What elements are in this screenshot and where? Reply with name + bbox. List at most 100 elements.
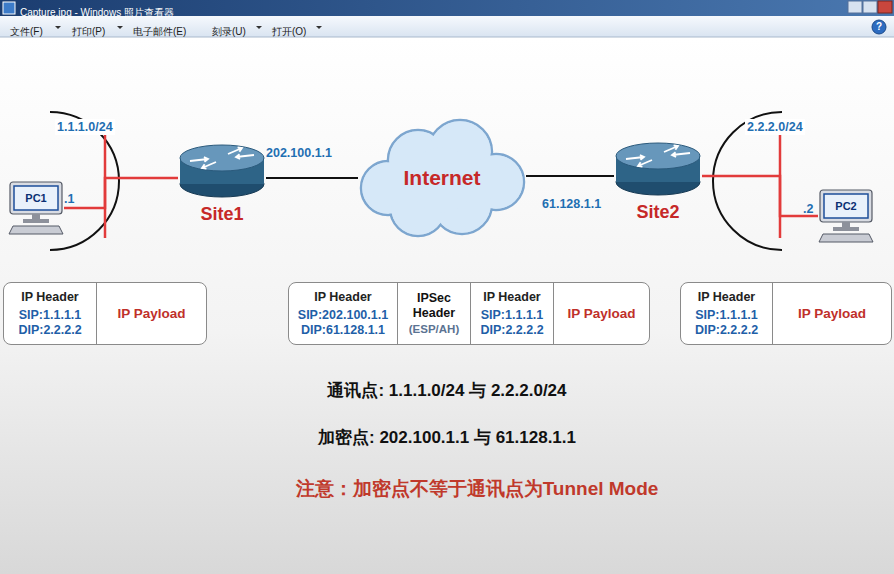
monitor-frame — [820, 190, 872, 222]
pc-label: PC2 — [824, 194, 868, 218]
pc-label: PC1 — [14, 186, 58, 210]
ipsec-protocol: (ESP/AH) — [409, 322, 459, 337]
label-holder: .1 — [64, 189, 74, 207]
dropdown-arrow — [316, 26, 322, 29]
router-arrow — [664, 145, 678, 152]
router-arrow — [626, 155, 644, 160]
menu-item: 打印(P) — [72, 25, 105, 38]
interface-ip: 61.128.1.1 — [542, 196, 601, 212]
payload-label: IP Payload — [567, 306, 635, 321]
packet-box: IP HeaderSIP:202.100.1.1DIP:61.128.1.1IP… — [288, 282, 650, 345]
warning-note: 注意：加密点不等于通讯点为Tunnel Mode — [60, 477, 894, 501]
source-ip: SIP:1.1.1.1 — [695, 308, 758, 323]
image-ground — [0, 37, 894, 574]
label-holder: 2.2.2.0/24 — [745, 117, 805, 135]
site-name: Site2 — [614, 202, 702, 224]
label-holder: 加密点: 202.100.1.1 与 61.128.1.1 — [0, 427, 894, 448]
source-ip: SIP:202.100.1.1 — [298, 308, 388, 323]
dest-ip: DIP:2.2.2.2 — [695, 323, 758, 338]
router-icon — [178, 142, 266, 200]
menu-bar — [0, 16, 894, 37]
monitor-base — [23, 219, 49, 223]
router-arrow — [202, 162, 216, 169]
ipsec-cell: IPSec Header(ESP/AH) — [398, 283, 471, 344]
menu-item: 刻录(U) — [212, 25, 246, 38]
link-line — [64, 178, 178, 208]
payload-label: IP Payload — [117, 306, 185, 321]
help-circle — [872, 20, 886, 34]
subnet-label: 1.1.1.0/24 — [55, 119, 115, 135]
ipsec-title: IPSec Header — [406, 291, 462, 321]
header-cell: IP HeaderSIP:202.100.1.1DIP:61.128.1.1 — [289, 283, 398, 344]
router-node: Site2 — [614, 140, 702, 224]
pc-node: PC1 — [8, 180, 64, 236]
header-title: IP Header — [483, 290, 540, 305]
monitor-stand — [32, 214, 40, 219]
label-holder: Capture.jpg - Windows 照片查看器 — [20, 2, 174, 20]
label-holder: 刻录(U) — [212, 21, 246, 39]
router-node: Site1 — [178, 142, 266, 226]
dest-ip: DIP:2.2.2.2 — [18, 323, 81, 338]
host-id: .2 — [803, 201, 813, 217]
label-holder: 通讯点: 1.1.1.0/24 与 2.2.2.0/24 — [0, 380, 894, 401]
header-title: IP Header — [698, 290, 755, 305]
link-line — [526, 175, 614, 177]
payload-label: IP Payload — [798, 306, 866, 321]
label-holder: .2 — [803, 199, 813, 217]
router-icon — [614, 140, 702, 198]
packet-box: IP HeaderSIP:1.1.1.1DIP:2.2.2.2 IP Payloa… — [680, 282, 892, 345]
router-arrow — [190, 157, 208, 162]
router-arrow — [672, 152, 690, 157]
payload-cell: IP Payload — [554, 283, 649, 344]
label-holder: 1.1.1.0/24 — [55, 117, 115, 135]
cloud-label: Internet — [403, 165, 480, 190]
payload-cell: IP Payload — [97, 283, 206, 344]
cloud-outline — [361, 120, 524, 236]
keyboard — [819, 234, 873, 242]
label-holder: 61.128.1.1 — [542, 194, 601, 212]
note-text: 通讯点: 1.1.1.0/24 与 2.2.2.0/24 — [0, 380, 894, 401]
interface-ip: 202.100.1.1 — [266, 145, 332, 161]
label-holder: 注意：加密点不等于通讯点为Tunnel Mode — [60, 477, 894, 501]
router-arrow — [228, 147, 242, 154]
monitor-screen — [14, 186, 58, 210]
menu-item: 打开(O) — [272, 25, 306, 38]
header-title: IP Header — [314, 290, 371, 305]
link-line — [702, 176, 818, 216]
app-icon — [3, 2, 15, 14]
router-arrow — [638, 160, 652, 167]
router-top — [616, 143, 700, 169]
source-ip: SIP:1.1.1.1 — [481, 308, 544, 323]
pc-icon — [8, 180, 64, 236]
header-cell: IP HeaderSIP:1.1.1.1DIP:2.2.2.2 — [4, 283, 97, 344]
monitor-stand — [842, 222, 850, 227]
monitor-frame — [10, 182, 62, 214]
site-name: Site1 — [178, 204, 266, 226]
dest-ip: DIP:61.128.1.1 — [301, 323, 385, 338]
dropdown-arrow — [55, 26, 61, 29]
router-top — [180, 145, 264, 171]
source-ip: SIP:1.1.1.1 — [19, 308, 82, 323]
label-holder: 电子邮件(E) — [133, 21, 186, 39]
router-arrow — [236, 154, 254, 159]
internet-cloud: Internet — [358, 116, 526, 240]
pc-icon — [818, 188, 874, 244]
window-title: Capture.jpg - Windows 照片查看器 — [20, 7, 174, 19]
cloud-fill — [362, 121, 523, 235]
dropdown-arrow — [117, 26, 123, 29]
keyboard — [9, 226, 63, 234]
pc-node: PC2 — [818, 188, 874, 244]
header-title: IP Header — [21, 290, 78, 305]
label-holder: ? — [873, 20, 885, 34]
link-line — [266, 177, 358, 179]
monitor-screen — [824, 194, 868, 218]
label-holder: 打印(P) — [72, 21, 105, 39]
note-text: 加密点: 202.100.1.1 与 61.128.1.1 — [0, 427, 894, 448]
maximize-button — [863, 1, 877, 13]
minimize-button — [848, 1, 862, 13]
label-holder: 文件(F) — [10, 21, 43, 39]
close-button — [878, 1, 892, 13]
header-cell: IP HeaderSIP:1.1.1.1DIP:2.2.2.2 — [471, 283, 554, 344]
subnet-label: 2.2.2.0/24 — [745, 119, 805, 135]
